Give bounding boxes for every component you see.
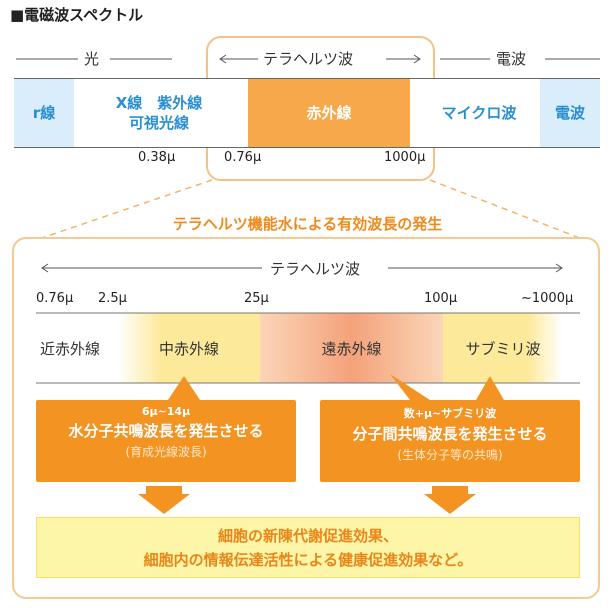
callout-pointer-2a	[390, 374, 430, 400]
callout-water-resonance: 6μ~14μ 水分子共鳴波長を発生させる (育成光線波長)	[36, 400, 296, 482]
scale-0-38: 0.38μ	[138, 150, 176, 165]
tick-100: 100μ	[424, 291, 458, 306]
tick-1000: ~1000μ	[521, 291, 574, 306]
region-far-infrared: 遠赤外線	[321, 339, 382, 358]
region-submillimeter: サブミリ波	[465, 339, 541, 358]
category-light: 光	[84, 50, 100, 68]
cell-gamma: r線	[14, 79, 74, 147]
cell-xray-uv-visible: X線 紫外線 可視光線	[115, 94, 203, 132]
callout-2-note: (生体分子等の共鳴)	[397, 448, 503, 462]
cell-radio: 電波	[540, 79, 600, 147]
callout-1-range: 6μ~14μ	[141, 405, 191, 418]
detail-heading: テラヘルツ機能水による有効波長の発生	[172, 215, 443, 233]
callout-intermolecular-resonance: 数+μ~サブミリ波 分子間共鳴波長を発生させる (生体分子等の共鳴)	[320, 400, 580, 482]
category-radio: 電波	[496, 50, 527, 68]
spectrum-band: r線 X線 紫外線 可視光線 赤外線 マイクロ波 電波	[14, 78, 600, 148]
callout-2-main: 分子間共鳴波長を発生させる	[352, 425, 548, 443]
band-submillimeter	[443, 313, 563, 383]
region-mid-infrared: 中赤外線	[158, 339, 219, 358]
cell-infrared: 赤外線	[248, 79, 410, 147]
scale-0-76: 0.76μ	[224, 150, 262, 165]
callout-2-range: 数+μ~サブミリ波	[403, 407, 497, 420]
tick-25: 25μ	[244, 291, 269, 306]
scale-1000: 1000μ	[384, 150, 426, 165]
callout-pointer-1	[168, 376, 200, 400]
region-near-infrared: 近赤外線	[39, 339, 100, 358]
band-far-infrared	[260, 313, 443, 383]
band-mid-infrared	[118, 313, 260, 383]
category-terahertz: テラヘルツ波	[263, 50, 354, 68]
page-title: ■電磁波スペクトル	[10, 6, 144, 24]
cell-microwave: マイクロ波	[441, 104, 517, 122]
result-box: 細胞の新陳代謝促進効果、 細胞内の情報伝達活性による健康促進効果など。	[36, 517, 580, 578]
callout-1-note: (育成光線波長)	[125, 445, 207, 459]
detail-axis-label: テラヘルツ波	[270, 260, 361, 278]
down-arrow-2	[424, 494, 476, 514]
tick-0-76: 0.76μ	[36, 291, 74, 306]
callout-pointer-2b	[476, 376, 504, 400]
down-arrow-1	[138, 494, 190, 514]
callout-1-main: 水分子共鳴波長を発生させる	[68, 422, 264, 440]
tick-2-5: 2.5μ	[98, 291, 127, 306]
